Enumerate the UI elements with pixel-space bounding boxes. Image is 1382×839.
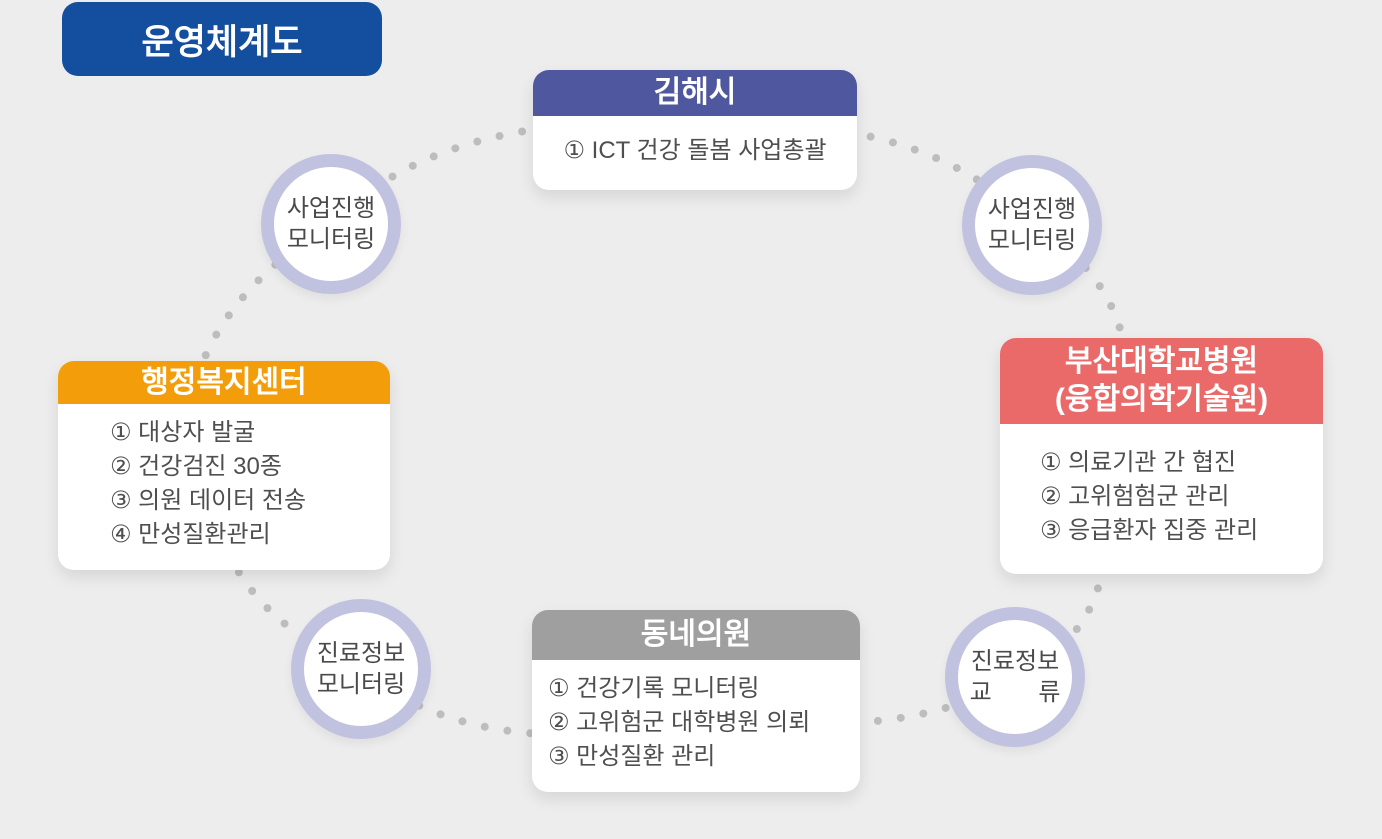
list-item: ③ 응급환자 집중 관리	[1040, 517, 1259, 544]
list-item: ① 건강기록 모니터링	[548, 675, 760, 702]
list-item: ② 고위험군 대학병원 의뢰	[548, 709, 811, 736]
node-local-clinic-header: 동네의원	[532, 610, 860, 660]
page-title-badge: 운영체계도	[62, 2, 382, 76]
connector-project-monitor-left: 사업진행 모니터링	[261, 154, 401, 294]
node-city-body: ① ICT 건강 돌봄 사업총괄	[533, 116, 857, 190]
node-local-clinic-body: ① 건강기록 모니터링 ② 고위험군 대학병원 의뢰 ③ 만성질환 관리	[532, 660, 860, 792]
connector-label-line1: 진료정보	[970, 648, 1060, 675]
list-item: ② 고위험험군 관리	[1040, 483, 1230, 510]
connector-label-line1: 진료정보	[316, 640, 406, 667]
node-city-title: 김해시	[653, 76, 737, 110]
connector-care-info-exchange: 진료정보 교 류	[945, 607, 1085, 747]
node-university-hospital-title-line1: 부산대학교병원	[1064, 345, 1259, 379]
connector-label-line1: 사업진행	[987, 196, 1077, 223]
list-item: ① 대상자 발굴	[110, 419, 256, 446]
connector-label-line2: 교 류	[969, 679, 1061, 706]
node-city: 김해시 ① ICT 건강 돌봄 사업총괄	[533, 70, 857, 190]
node-welfare-center-header: 행정복지센터	[58, 361, 390, 404]
node-university-hospital-body: ① 의료기관 간 협진 ② 고위험험군 관리 ③ 응급환자 집중 관리	[1000, 424, 1323, 574]
dotted-link-clinic-to-exchange	[851, 673, 1019, 727]
list-item: ④ 만성질환관리	[110, 521, 271, 548]
connector-label-line2: 모니터링	[316, 671, 406, 698]
node-welfare-center-title: 행정복지센터	[141, 365, 307, 399]
node-university-hospital-title-line2: (융합의학기술원)	[1054, 383, 1269, 416]
node-university-hospital: 부산대학교병원 (융합의학기술원) ① 의료기관 간 협진 ② 고위험험군 관리…	[1000, 338, 1323, 574]
node-local-clinic-title: 동네의원	[640, 618, 752, 652]
connector-label-line2: 모니터링	[987, 227, 1077, 254]
node-welfare-center-body: ① 대상자 발굴 ② 건강검진 30종 ③ 의원 데이터 전송 ④ 만성질환관리	[58, 404, 390, 570]
list-item: ① ICT 건강 돌봄 사업총괄	[563, 137, 827, 164]
node-local-clinic: 동네의원 ① 건강기록 모니터링 ② 고위험군 대학병원 의뢰 ③ 만성질환 관…	[532, 610, 860, 792]
list-item: ① 의료기관 간 협진	[1040, 449, 1237, 476]
connector-project-monitor-right: 사업진행 모니터링	[962, 155, 1102, 295]
dotted-link-hospital-to-exchange	[1011, 562, 1107, 681]
list-item: ② 건강검진 30종	[110, 453, 282, 480]
node-welfare-center: 행정복지센터 ① 대상자 발굴 ② 건강검진 30종 ③ 의원 데이터 전송 ④…	[58, 361, 390, 570]
connector-label-line1: 사업진행	[286, 195, 376, 222]
connector-label-line2: 모니터링	[286, 226, 376, 253]
list-item: ③ 의원 데이터 전송	[110, 487, 307, 514]
list-item: ③ 만성질환 관리	[548, 743, 716, 770]
page-title: 운영체계도	[141, 22, 303, 62]
connector-care-info-monitor: 진료정보 모니터링	[291, 599, 431, 739]
node-city-header: 김해시	[533, 70, 857, 116]
node-university-hospital-header: 부산대학교병원 (융합의학기술원)	[1000, 338, 1323, 424]
